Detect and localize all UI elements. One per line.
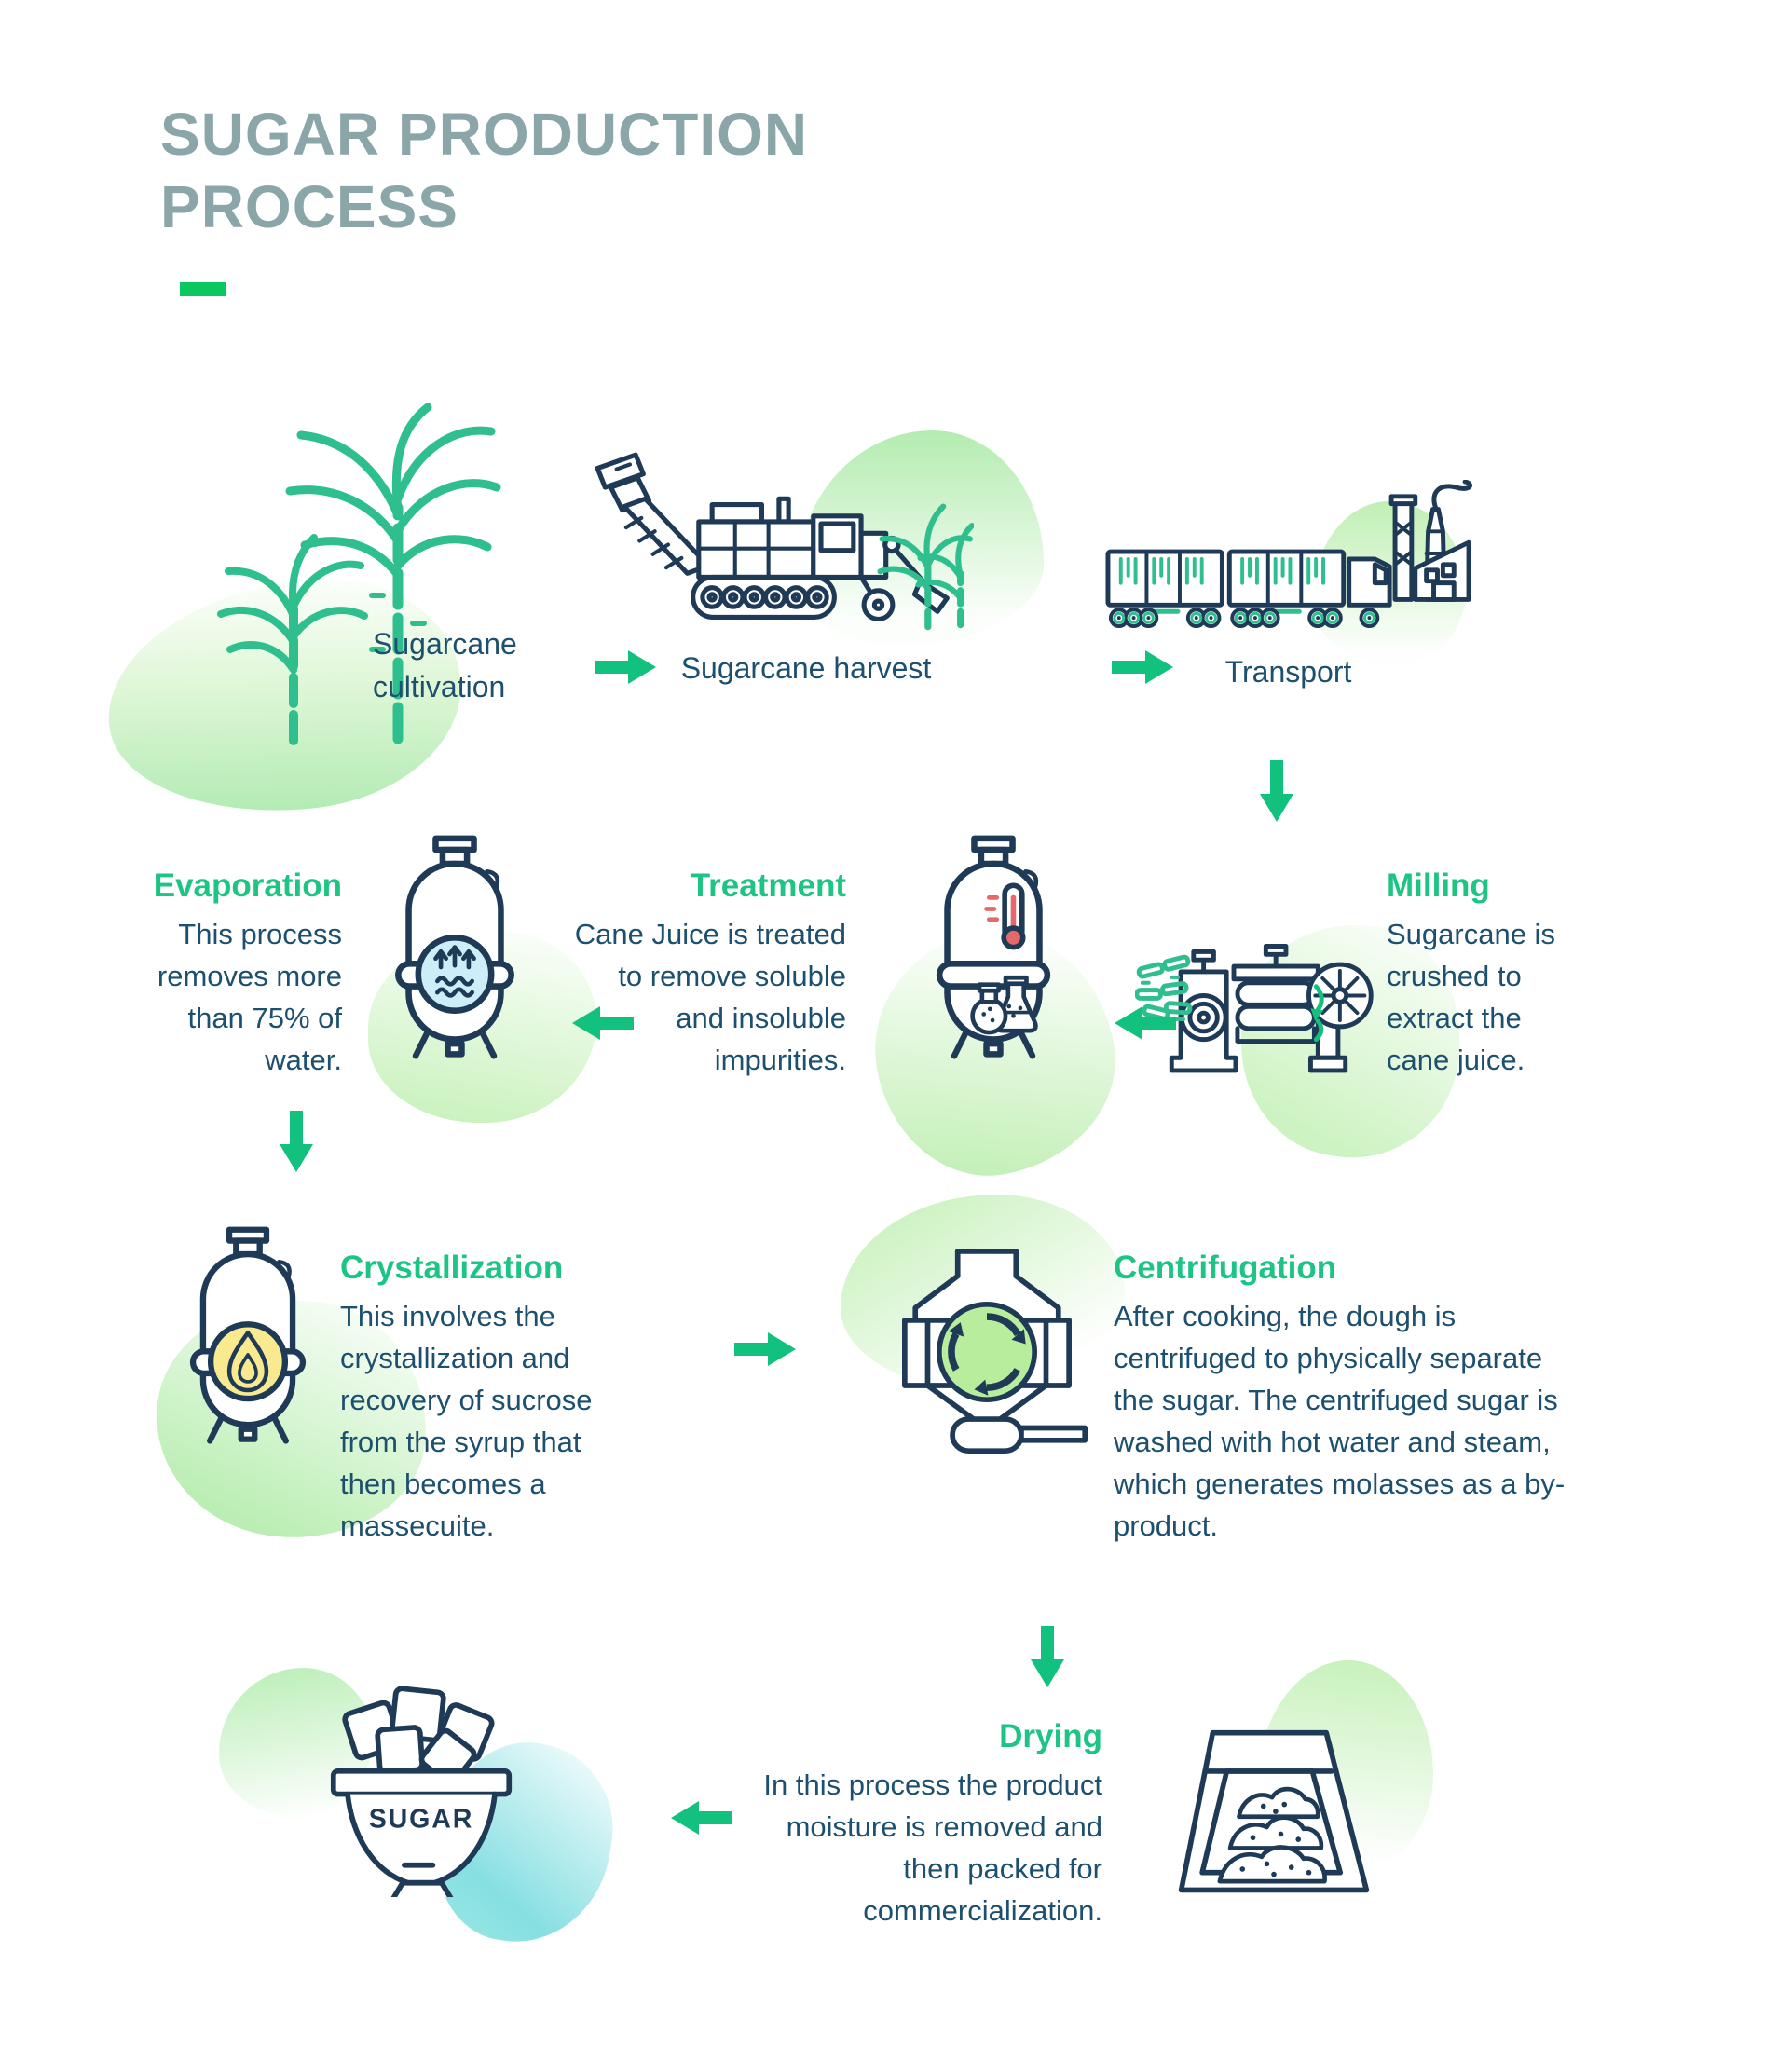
arrow-down-icon: [1031, 1626, 1064, 1687]
page-title-line1: SUGAR PRODUCTION: [160, 101, 809, 168]
harvest-label: Sugarcane harvest: [680, 651, 932, 685]
drying-title: Drying: [999, 1718, 1102, 1754]
treatment-block: Treatment Cane Juice is treated to remov…: [567, 867, 846, 1081]
evaporation-description: This process removes more than 75% of wa…: [157, 918, 342, 1076]
arrow-left-icon: [671, 1801, 732, 1835]
arrow-left-icon: [572, 1006, 634, 1040]
page-title: SUGAR PRODUCTION PROCESS: [160, 98, 808, 243]
page-title-line2: PROCESS: [160, 173, 458, 240]
flame-icon: [226, 1331, 269, 1393]
cane-pieces: [1135, 954, 1193, 1027]
cargo-lines: [1118, 556, 1325, 614]
harvest-canes-icon: [877, 503, 974, 631]
milling-title: Milling: [1387, 867, 1490, 904]
centrifugation-title: Centrifugation: [1114, 1249, 1337, 1286]
transport-truck-factory-icon: [1105, 480, 1472, 629]
cultivation-label: Sugarcane cultivation: [373, 627, 517, 703]
treatment-description: Cane Juice is treated to remove soluble …: [574, 918, 846, 1076]
treatment-title: Treatment: [690, 867, 846, 904]
treatment-tank-icon: [936, 835, 1051, 1059]
arrow-down-icon: [1260, 760, 1293, 822]
drying-description: In this process the product moisture is …: [763, 1768, 1102, 1927]
rotation-arrows-icon: [948, 1313, 1026, 1396]
arrow-right-icon: [1112, 650, 1173, 684]
drying-tray-icon: [1178, 1729, 1370, 1893]
milling-block: Milling Sugarcane is crushed to extract …: [1387, 867, 1564, 1081]
sugarcane-plants-icon: [217, 403, 501, 745]
crystallization-title: Crystallization: [340, 1249, 564, 1286]
sugar-bowl-icon: SUGAR: [330, 1686, 513, 1897]
evaporation-block: Evaporation This process removes more th…: [104, 867, 342, 1081]
arrow-right-icon: [734, 1332, 796, 1366]
centrifugation-description: After cooking, the dough is centrifuged …: [1114, 1300, 1566, 1542]
wheels: [1108, 608, 1380, 629]
centrifuge-icon: [902, 1249, 1088, 1454]
title-accent-dash: [180, 282, 226, 296]
thermometer-icon: [984, 882, 1026, 950]
sugar-bowl-label: SUGAR: [369, 1805, 474, 1835]
milling-description: Sugarcane is crushed to extract the cane…: [1387, 918, 1555, 1076]
flasks-icon: [970, 975, 1038, 1035]
arrow-down-icon: [280, 1111, 313, 1172]
centrifugation-block: Centrifugation After cooking, the dough …: [1114, 1249, 1575, 1547]
crystallization-block: Crystallization This involves the crysta…: [340, 1249, 606, 1547]
harvester-icon: [595, 452, 974, 631]
arrow-left-icon: [1115, 1006, 1176, 1040]
drying-block: Drying In this process the product moist…: [748, 1717, 1102, 1932]
mill-rotation-arrows: [1310, 984, 1324, 1043]
milling-machine-icon: [1135, 944, 1374, 1073]
crystallization-tank-icon: [189, 1226, 307, 1444]
evaporation-title: Evaporation: [153, 867, 342, 904]
sugar-piles: [1217, 1786, 1327, 1884]
factory-icon: [1388, 480, 1472, 602]
steam-waves-icon: [433, 945, 476, 998]
arrow-right-icon: [595, 650, 656, 684]
transport-label: Transport: [1224, 655, 1352, 689]
evaporation-tank-icon: [395, 835, 514, 1059]
crystallization-description: This involves the crystallization and re…: [340, 1300, 593, 1542]
